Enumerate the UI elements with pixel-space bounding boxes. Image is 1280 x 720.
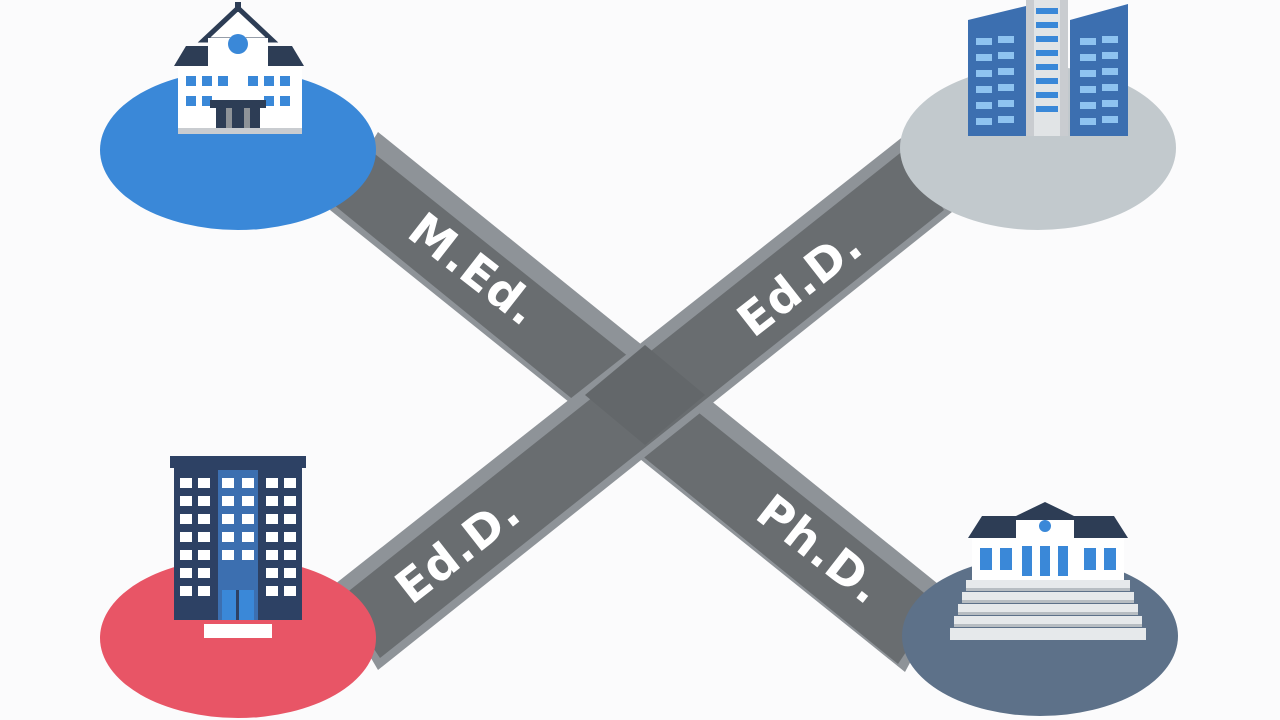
road-ascending	[330, 135, 952, 670]
office-towers-icon	[968, 0, 1128, 136]
apartment-tower-icon	[170, 456, 306, 638]
columned-campus-icon	[950, 502, 1146, 640]
base-top-left	[100, 70, 376, 230]
road-crossing	[585, 345, 705, 445]
schoolhouse-icon	[174, 2, 304, 134]
